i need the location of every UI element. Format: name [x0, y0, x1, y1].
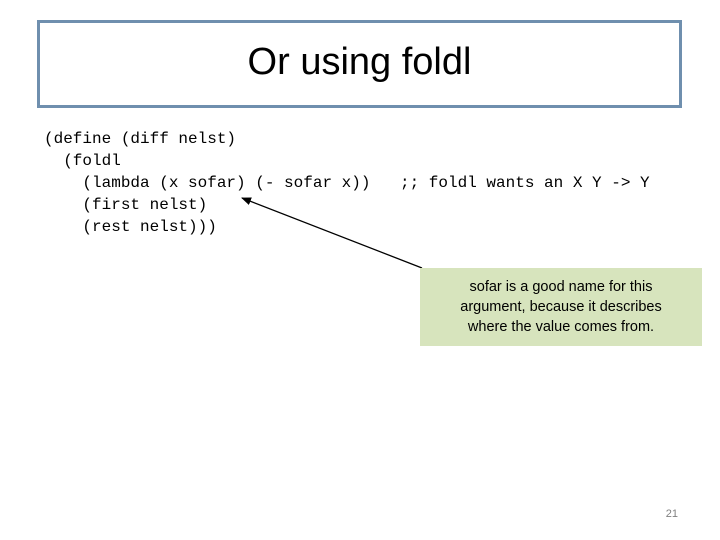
callout-text-line: argument, because it describes: [460, 299, 662, 315]
code-comment: ;; foldl wants an X Y -> Y: [400, 174, 650, 192]
code-line: (define (diff nelst): [44, 130, 237, 148]
code-line: (first nelst): [44, 196, 208, 214]
code-line: (foldl: [44, 152, 121, 170]
slide-title: Or using foldl: [247, 41, 472, 83]
callout-text-line: sofar is a good name for this: [469, 279, 653, 295]
callout-text-line: where the value comes from.: [467, 319, 655, 335]
page-number: 21: [665, 508, 678, 520]
title-box: Or using foldl: [37, 20, 682, 108]
code-line: (lambda (x sofar) (- sofar x)): [44, 174, 371, 192]
code-line: (rest nelst))): [44, 218, 217, 236]
callout-box: sofar is a good name for this argument, …: [420, 268, 702, 346]
code-block: (define (diff nelst) (foldl (lambda (x s…: [44, 128, 370, 238]
